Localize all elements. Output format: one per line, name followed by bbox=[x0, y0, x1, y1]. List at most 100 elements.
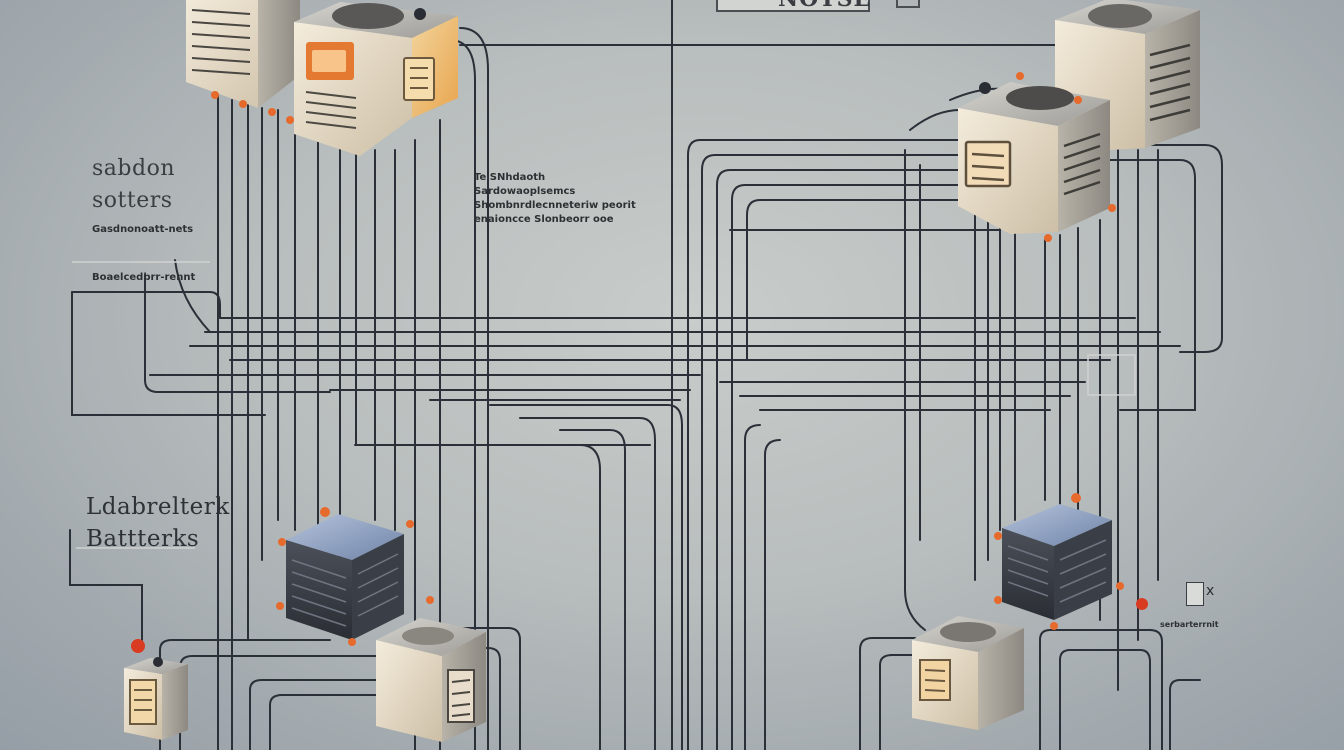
connector-icon bbox=[268, 108, 276, 116]
wire bbox=[716, 169, 976, 750]
document-icon[interactable] bbox=[1186, 582, 1204, 606]
label-center-1: Te SNhdaoth bbox=[474, 172, 546, 183]
server-vents bbox=[191, 9, 251, 75]
wire bbox=[859, 637, 916, 750]
page-title: NOTSE bbox=[778, 0, 871, 12]
server-panel-lines bbox=[410, 67, 428, 89]
label-left-top-4: Boaelcedbrr-rennt bbox=[92, 272, 196, 283]
label-left-top-3: Gasdnonoatt-nets bbox=[92, 224, 194, 235]
server-panel-lines bbox=[924, 669, 946, 692]
title-mark bbox=[896, 0, 920, 8]
wire bbox=[559, 429, 626, 750]
wire bbox=[71, 291, 266, 416]
wire bbox=[459, 627, 521, 750]
server-side bbox=[978, 628, 1024, 730]
connector-icon bbox=[1050, 622, 1058, 630]
battery-side bbox=[1054, 520, 1112, 620]
battery-front bbox=[286, 540, 352, 640]
wire bbox=[731, 184, 986, 750]
connector-icon bbox=[211, 91, 219, 99]
server-panel-lines bbox=[134, 689, 152, 711]
battery-side bbox=[352, 534, 404, 640]
label-left-top-1: sabdon bbox=[92, 156, 175, 181]
wire bbox=[1039, 629, 1163, 750]
server-vents bbox=[1063, 132, 1101, 196]
server-panel bbox=[964, 140, 1012, 188]
wire bbox=[764, 439, 781, 750]
server-icon[interactable] bbox=[958, 82, 1110, 234]
wire bbox=[1109, 159, 1196, 411]
label-left-bottom-2: Battterks bbox=[86, 526, 200, 552]
server-side bbox=[258, 0, 300, 108]
wire bbox=[179, 655, 381, 750]
server-top-vent bbox=[1088, 4, 1152, 28]
server-icon[interactable] bbox=[912, 616, 1024, 730]
connector-icon bbox=[286, 116, 294, 124]
battery-cells bbox=[291, 553, 399, 627]
connector-icon bbox=[979, 82, 991, 94]
wire bbox=[159, 639, 331, 750]
wire bbox=[1059, 649, 1151, 750]
server-side bbox=[1058, 100, 1110, 232]
server-icon[interactable] bbox=[186, 0, 300, 108]
battery-icon[interactable] bbox=[286, 514, 404, 640]
wire bbox=[746, 199, 996, 361]
connector-icon bbox=[406, 520, 414, 528]
connector-icon bbox=[1044, 234, 1052, 242]
wire bbox=[269, 694, 379, 750]
connector-icon bbox=[414, 8, 426, 20]
battery-icon[interactable] bbox=[1002, 504, 1112, 620]
server-display-glow bbox=[312, 50, 346, 72]
connector-icon bbox=[1136, 598, 1148, 610]
wire bbox=[879, 654, 916, 750]
wire bbox=[144, 274, 331, 393]
connector-icon bbox=[1016, 72, 1024, 80]
server-icon[interactable] bbox=[124, 658, 188, 740]
server-top-vent bbox=[402, 627, 454, 645]
wire bbox=[69, 529, 143, 641]
battery-top bbox=[1002, 504, 1112, 546]
guide-lines bbox=[72, 261, 1136, 549]
wire bbox=[744, 424, 761, 750]
battery-cells bbox=[1007, 539, 1107, 603]
wire-bundle bbox=[69, 0, 1223, 750]
connector-icon bbox=[1074, 96, 1082, 104]
wire bbox=[459, 27, 489, 750]
battery-front bbox=[1002, 528, 1054, 620]
connector-icon bbox=[1071, 493, 1081, 503]
server-panel-lines bbox=[451, 679, 471, 717]
server-top-vent bbox=[332, 3, 404, 29]
connector-icon bbox=[994, 596, 1002, 604]
server-front bbox=[376, 640, 442, 742]
server-side bbox=[1145, 10, 1200, 148]
wire bbox=[469, 647, 501, 750]
wire bbox=[579, 444, 601, 750]
label-left-bottom-1: Ldabrelterk bbox=[86, 494, 230, 520]
connector-icon bbox=[320, 507, 330, 517]
connector-icon bbox=[239, 100, 247, 108]
connector-icon bbox=[1108, 204, 1116, 212]
connector-icon bbox=[131, 639, 145, 653]
label-center-3: Shombnrdlecnneteriw peorit bbox=[474, 200, 636, 211]
title-box bbox=[716, 0, 870, 12]
wire bbox=[1124, 144, 1223, 353]
server-vents bbox=[305, 91, 357, 129]
server-top-vent bbox=[940, 622, 996, 642]
server-top-vent bbox=[1006, 86, 1074, 110]
server-icon[interactable] bbox=[376, 618, 486, 742]
connector-icon bbox=[348, 638, 356, 646]
server-panel bbox=[129, 679, 157, 725]
connector-icon bbox=[276, 602, 284, 610]
server-icon[interactable] bbox=[294, 2, 458, 156]
wire bbox=[909, 109, 961, 131]
wire bbox=[519, 417, 656, 750]
connector-icon bbox=[426, 596, 434, 604]
connectors bbox=[131, 8, 1148, 667]
close-icon[interactable]: x bbox=[1206, 583, 1215, 599]
guide-line bbox=[1087, 354, 1136, 396]
label-left-top-2: sotters bbox=[92, 188, 173, 213]
connector-icon bbox=[994, 532, 1002, 540]
connector-icon bbox=[1116, 582, 1124, 590]
label-right-bottom: serbarterrnit bbox=[1160, 620, 1219, 629]
